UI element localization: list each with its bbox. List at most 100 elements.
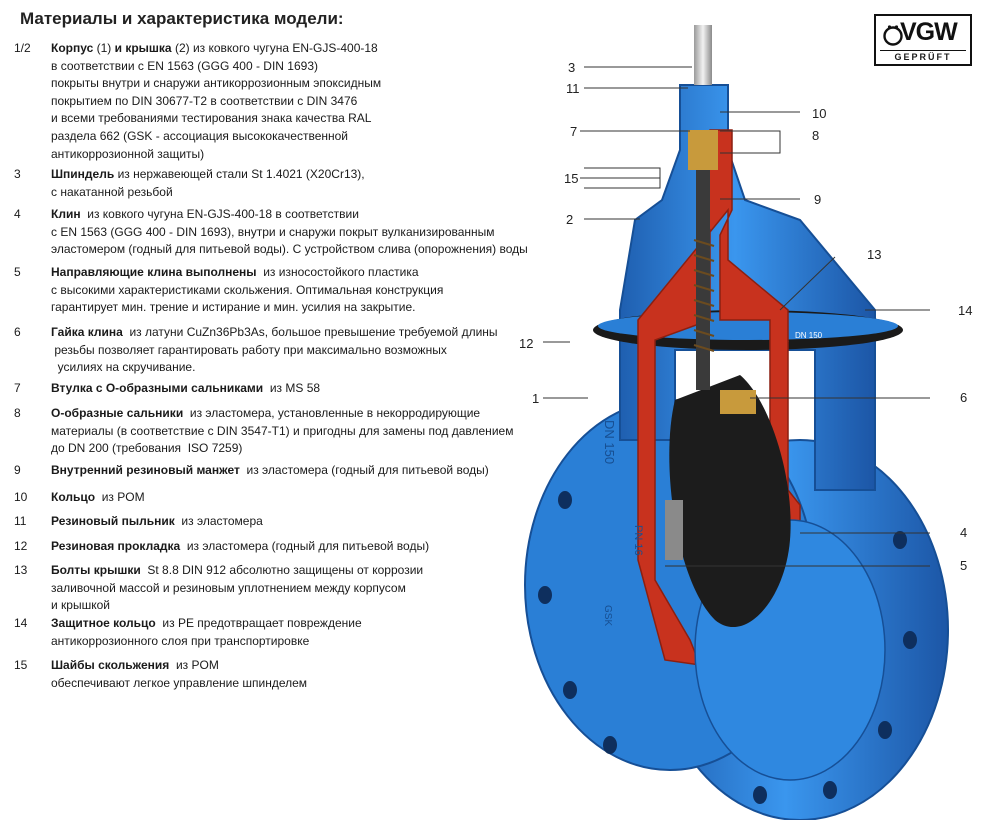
spec-text: из износостойкого пластика bbox=[256, 265, 419, 279]
spec-term: Болты крышки bbox=[51, 563, 141, 577]
spec-line: с накатанной резьбой bbox=[51, 184, 531, 202]
spec-text: и всеми требованиями тестирования знака … bbox=[51, 111, 372, 126]
spec-number: 5 bbox=[14, 265, 21, 279]
callout-6: 6 bbox=[960, 390, 968, 405]
callout-13: 13 bbox=[867, 247, 882, 262]
spec-line: эластомером (годный для питьевой воды). … bbox=[51, 241, 531, 259]
body-marking-dn: DN 150 bbox=[602, 420, 617, 464]
spec-description: Болты крышки St 8.8 DIN 912 абсолютно за… bbox=[51, 562, 531, 615]
spec-description: Резиновый пыльник из эластомера bbox=[51, 513, 531, 531]
spec-term: Втулка с О-образными сальниками bbox=[51, 381, 264, 395]
callout-4: 4 bbox=[960, 525, 968, 540]
spec-term: Клин bbox=[51, 207, 81, 221]
spec-text: заливочной массой и резиновым уплотнение… bbox=[51, 580, 406, 595]
spec-text: из латуни CuZn36Pb3As, большое превышени… bbox=[122, 325, 498, 339]
spec-description: Защитное кольцо из PE предотвращает повр… bbox=[51, 615, 531, 650]
spec-number: 12 bbox=[14, 539, 28, 553]
spec-line: Резиновая прокладка из эластомера (годны… bbox=[51, 538, 531, 556]
spec-number: 10 bbox=[14, 490, 28, 504]
spec-line: Клин из ковкого чугуна EN-GJS-400-18 в с… bbox=[51, 206, 531, 224]
cutaway-section bbox=[637, 129, 801, 666]
spec-line: антикоррозионного слоя при транспортиров… bbox=[51, 633, 531, 651]
logo-sub: GEPRÜFT bbox=[880, 50, 966, 62]
spec-text: (2) из ковкого чугуна EN-GJS-400-18 bbox=[171, 41, 378, 55]
spec-line: Направляющие клина выполнены из износост… bbox=[51, 264, 531, 282]
spec-line: раздела 662 (GSK - ассоциация высококаче… bbox=[51, 128, 531, 146]
spec-line: и крышкой bbox=[51, 597, 531, 615]
spec-text: из нержавеющей стали St 1.4021 (X20Cr13)… bbox=[114, 167, 365, 181]
callout-8: 8 bbox=[812, 128, 820, 143]
spec-text: (1) bbox=[93, 41, 115, 55]
spec-line: Шпиндель из нержавеющей стали St 1.4021 … bbox=[51, 166, 531, 184]
valve-cutaway-illustration: E2 DN 150 DN 150 PN 16 GSK bbox=[524, 25, 949, 820]
spindle-thread bbox=[693, 239, 715, 352]
spec-text: обеспечивают легкое управление шпинделем bbox=[51, 675, 308, 690]
spec-text: из POM bbox=[95, 490, 145, 504]
spec-description: Направляющие клина выполнены из износост… bbox=[51, 264, 531, 317]
spec-line: Кольцо из POM bbox=[51, 489, 531, 507]
spec-term: Гайка клина bbox=[51, 325, 123, 339]
spec-description: Кольцо из POM bbox=[51, 489, 531, 507]
spec-term: Шпиндель bbox=[51, 167, 115, 181]
spindle bbox=[694, 25, 712, 85]
body-marking-gsk: GSK bbox=[602, 605, 613, 626]
spec-line: с высокими характеристиками скольжения. … bbox=[51, 282, 531, 300]
spec-line: до DN 200 (требования ISO 7259) bbox=[51, 440, 531, 458]
callout-11: 11 bbox=[566, 81, 580, 96]
spec-text: из MS 58 bbox=[263, 381, 321, 395]
spec-line: заливочной массой и резиновым уплотнение… bbox=[51, 580, 531, 598]
spec-line: покрытием по DIN 30677-T2 в соответствии… bbox=[51, 93, 531, 111]
spec-line: Болты крышки St 8.8 DIN 912 абсолютно за… bbox=[51, 562, 531, 580]
spec-line: антикоррозионной защиты) bbox=[51, 146, 531, 164]
spec-text: из эластомера, установленные в некорроди… bbox=[183, 406, 481, 420]
spec-text: усилиях на скручивание. bbox=[51, 360, 196, 375]
spec-term: и крышка bbox=[114, 41, 172, 55]
spec-text: и крышкой bbox=[51, 598, 110, 613]
spec-text: St 8.8 DIN 912 абсолютно защищены от кор… bbox=[140, 563, 424, 577]
spec-description: Клин из ковкого чугуна EN-GJS-400-18 в с… bbox=[51, 206, 531, 259]
ovgw-logo: VGW GEPRÜFT bbox=[874, 14, 972, 66]
spec-number: 3 bbox=[14, 167, 21, 181]
spec-text: антикоррозионного слоя при транспортиров… bbox=[51, 633, 310, 648]
spec-text: до DN 200 (требования ISO 7259) bbox=[51, 441, 243, 456]
spec-number: 4 bbox=[14, 207, 21, 221]
spec-text: из эластомера (годный для питьевой воды) bbox=[180, 539, 430, 553]
spec-line: Защитное кольцо из PE предотвращает повр… bbox=[51, 615, 531, 633]
spec-term: О-образные сальники bbox=[51, 406, 184, 420]
callout-12: 12 bbox=[519, 336, 534, 351]
spec-line: с EN 1563 (GGG 400 - DIN 1693), внутри и… bbox=[51, 224, 531, 242]
spec-number: 14 bbox=[14, 616, 28, 630]
spec-number: 7 bbox=[14, 381, 21, 395]
callout-14: 14 bbox=[958, 303, 973, 318]
spec-text: антикоррозионной защиты) bbox=[51, 146, 205, 161]
spec-text: из ковкого чугуна EN-GJS-400-18 в соотве… bbox=[80, 207, 359, 221]
spec-text: резьбы позволяет гарантировать работу пр… bbox=[51, 342, 447, 357]
spec-description: Шпиндель из нержавеющей стали St 1.4021 … bbox=[51, 166, 531, 201]
spec-description: О-образные сальники из эластомера, устан… bbox=[51, 405, 531, 458]
spec-text: гарантирует мин. трение и истирание и ми… bbox=[51, 300, 416, 315]
spec-text: из PE предотвращает повреждение bbox=[155, 616, 362, 630]
spec-text: в соответствии с EN 1563 (GGG 400 - DIN … bbox=[51, 58, 318, 73]
body-marking-pn: PN 16 bbox=[632, 525, 644, 556]
spec-number: 11 bbox=[14, 514, 27, 528]
flange-bolt-holes bbox=[538, 491, 917, 804]
spec-text: материалы (в соответствие с DIN 3547-T1)… bbox=[51, 423, 514, 438]
spec-number: 13 bbox=[14, 563, 28, 577]
wedge-guide bbox=[665, 500, 683, 560]
spec-line: Внутренний резиновый манжет из эластомер… bbox=[51, 462, 531, 480]
spec-term: Корпус bbox=[51, 41, 94, 55]
wedge bbox=[669, 375, 791, 628]
spec-description: Втулка с О-образными сальниками из MS 58 bbox=[51, 380, 531, 398]
bonnet-marking-dn: DN 150 bbox=[795, 331, 823, 340]
spec-number: 15 bbox=[14, 658, 28, 672]
spec-line: усилиях на скручивание. bbox=[51, 359, 531, 377]
spec-description: Гайка клина из латуни CuZn36Pb3As, больш… bbox=[51, 324, 531, 377]
spec-line: и всеми требованиями тестирования знака … bbox=[51, 110, 531, 128]
spec-description: Внутренний резиновый манжет из эластомер… bbox=[51, 462, 531, 480]
spec-term: Защитное кольцо bbox=[51, 616, 156, 630]
spec-term: Внутренний резиновый манжет bbox=[51, 463, 240, 477]
callout-1: 1 bbox=[532, 391, 540, 406]
callout-10: 10 bbox=[812, 106, 827, 121]
spec-number: 8 bbox=[14, 406, 21, 420]
